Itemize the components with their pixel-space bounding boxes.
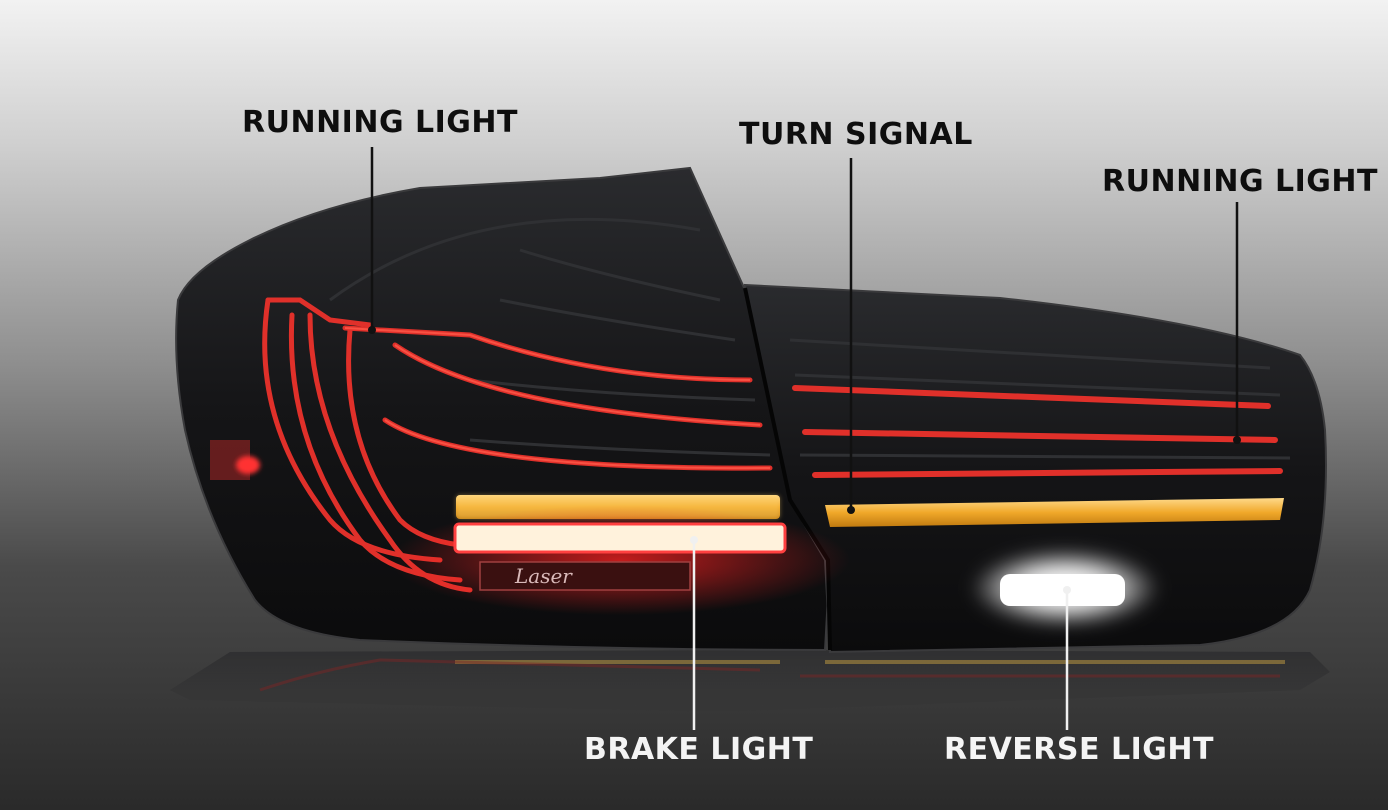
label-running-light-right: RUNNING LIGHT [1102,164,1378,199]
running-light-right-tubes [792,385,1283,478]
floor-reflection [170,650,1330,712]
laser-badge: Laser [479,561,691,591]
label-reverse-light: REVERSE LIGHT [944,732,1214,767]
laser-badge-text: Laser [514,564,573,588]
label-brake-light: BRAKE LIGHT [584,732,814,767]
side-marker-glow [236,456,260,474]
label-turn-signal: TURN SIGNAL [739,117,973,152]
brake-light-bar [390,505,850,615]
inner-lamp-housing [743,283,1327,654]
running-light-left-glow [344,327,771,470]
callout-lines [368,147,1241,730]
label-running-light-left: RUNNING LIGHT [242,105,518,140]
